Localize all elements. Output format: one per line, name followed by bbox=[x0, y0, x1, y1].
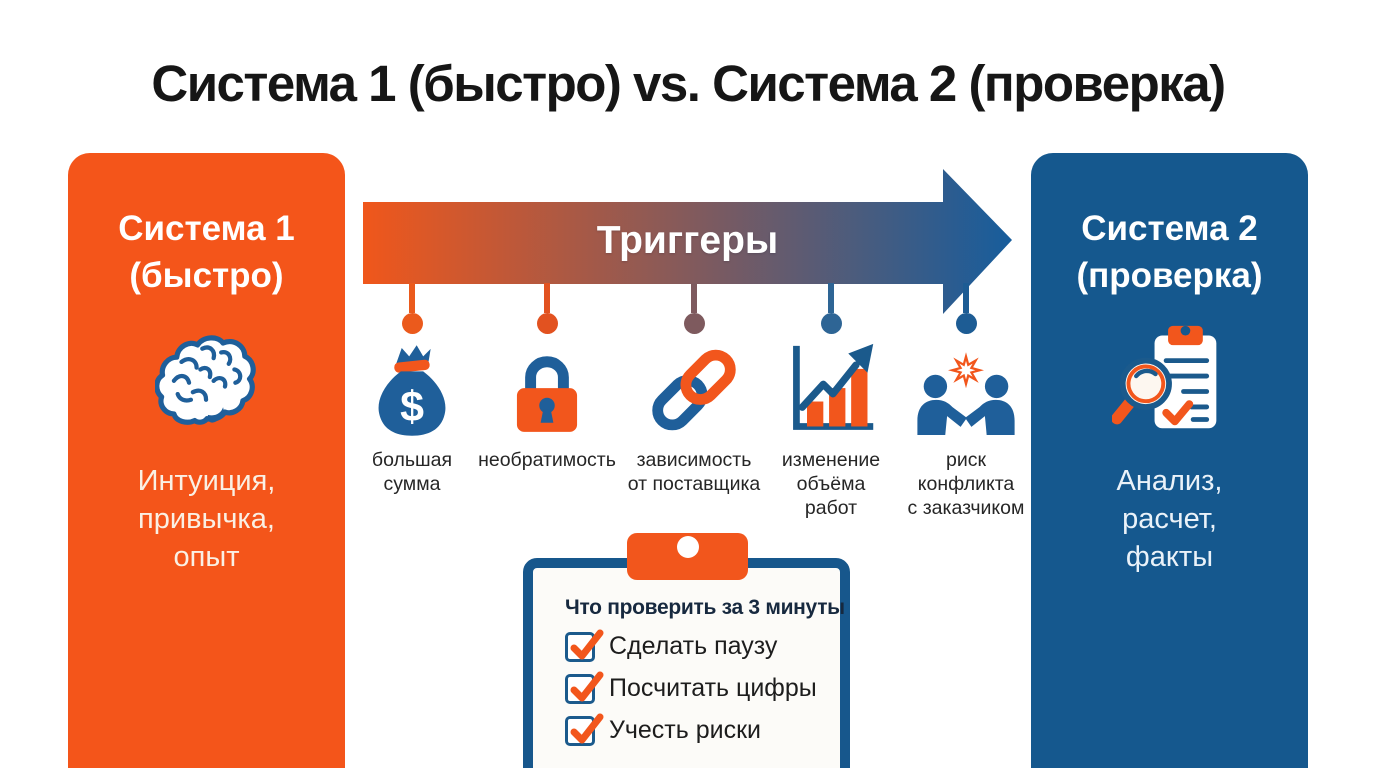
checklist-item: Учесть риски bbox=[565, 713, 840, 746]
trigger-item: изменение объёма работ bbox=[749, 283, 913, 520]
trigger-label: необратимость bbox=[478, 449, 616, 471]
system1-description: Интуиция, привычка, опыт bbox=[137, 465, 276, 573]
checklist-heading: Что проверить за 3 минуты bbox=[565, 596, 845, 619]
trigger-dot bbox=[820, 313, 842, 334]
magnifier-checklist-icon bbox=[1031, 325, 1308, 430]
trigger-item: зависимость от поставщика bbox=[612, 283, 776, 496]
system1-panel: Система 1 (быстро) Интуиция, привычка bbox=[68, 153, 345, 768]
trigger-stem bbox=[544, 283, 550, 313]
page-title: Система 1 (быстро) vs. Система 2 (провер… bbox=[151, 55, 1226, 112]
trigger-label: изменение объёма работ bbox=[781, 449, 881, 519]
checklist-item-label: Учесть риски bbox=[609, 716, 762, 744]
checkbox-icon bbox=[565, 629, 604, 662]
trigger-dot bbox=[955, 313, 977, 334]
checkbox-icon bbox=[565, 671, 604, 704]
checkbox-icon bbox=[565, 713, 604, 746]
system2-description: Анализ, расчет, факты bbox=[1116, 465, 1223, 573]
trigger-stem bbox=[963, 283, 969, 313]
chain-link-icon bbox=[612, 340, 776, 440]
clipboard-clip bbox=[627, 533, 748, 580]
system2-panel: Система 2 (проверка) Анализ bbox=[1031, 153, 1308, 768]
checklist-item-label: Сделать паузу bbox=[609, 632, 778, 660]
trigger-stem bbox=[691, 283, 697, 313]
trigger-stem bbox=[828, 283, 834, 313]
trigger-item: риск конфликта с заказчиком bbox=[884, 283, 1048, 520]
padlock-icon bbox=[465, 340, 629, 440]
trigger-dot bbox=[683, 313, 705, 334]
trigger-dot bbox=[401, 313, 423, 334]
conflict-people-icon bbox=[884, 340, 1048, 440]
checklist-board: Что проверить за 3 минуты Сделать паузу … bbox=[523, 558, 850, 768]
money-bag-icon: $ bbox=[330, 340, 494, 440]
trigger-item: необратимость bbox=[465, 283, 629, 472]
triggers-label: Триггеры bbox=[596, 219, 779, 262]
checklist-item-label: Посчитать цифры bbox=[609, 674, 817, 702]
checklist-item: Посчитать цифры bbox=[565, 671, 840, 704]
trigger-label: большая сумма bbox=[371, 449, 453, 495]
trigger-item: $ большая сумма bbox=[330, 283, 494, 496]
trigger-label: зависимость от поставщика bbox=[627, 449, 761, 495]
growth-chart-icon bbox=[749, 340, 913, 440]
system1-heading: Система 1 (быстро) bbox=[118, 209, 295, 295]
checklist-item: Сделать паузу bbox=[565, 629, 840, 662]
clipboard-clip-hole bbox=[677, 536, 699, 558]
checklist-clipboard: Что проверить за 3 минуты Сделать паузу … bbox=[523, 533, 850, 768]
triggers-arrow bbox=[363, 169, 1012, 314]
svg-text:$: $ bbox=[400, 383, 424, 431]
trigger-dot bbox=[536, 313, 558, 334]
system2-heading: Система 2 (проверка) bbox=[1076, 209, 1263, 295]
brain-icon bbox=[68, 325, 345, 430]
trigger-stem bbox=[409, 283, 415, 313]
trigger-label: риск конфликта с заказчиком bbox=[907, 449, 1025, 519]
